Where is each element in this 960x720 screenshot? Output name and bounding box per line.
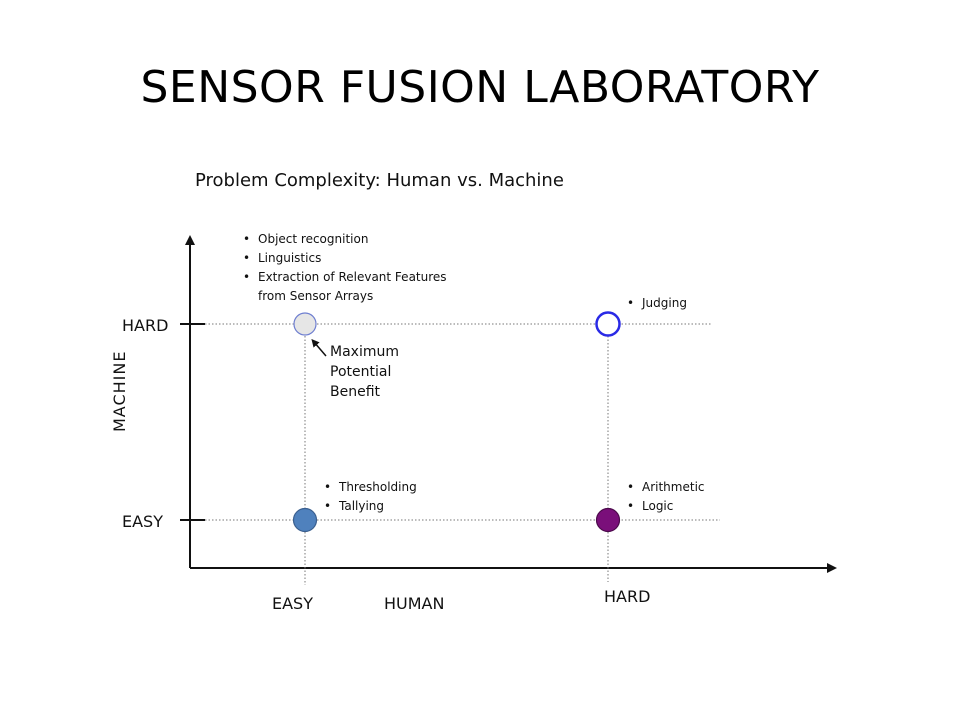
bullet-continuation: from Sensor Arrays [258,289,374,303]
annotation-line: Potential [330,364,392,380]
bullets-machine-easy-human-hard: Thresholding Arithmetic Logic [627,478,705,516]
bullet-item: Extraction of Relevant Features [243,268,447,287]
x-label-easy: EASY [272,594,313,613]
circle-machine-easy-human-easy [292,507,318,533]
circle-machine-hard-human-easy [293,312,317,336]
bullet-item: Arithmetic [627,478,705,497]
bullet-item: Linguistics [243,249,447,268]
circle-machine-easy-human-hard [595,507,621,533]
bullet-item: Thresholding [324,478,417,497]
max-benefit-annotation: Maximum Potential Benefit [330,342,399,402]
bullets-machine-hard-human-hard: Judging [627,294,687,313]
bullets-machine-hard-human-easy: Object recognition Linguistics Extractio… [243,230,447,306]
x-axis-title: HUMAN [384,594,445,613]
diagram-subtitle: Problem Complexity: Human vs. Machine [195,170,564,191]
bullet-item: Tallying [324,497,417,516]
annotation-line: Benefit [330,384,381,400]
bullet-item: Logic [627,497,705,516]
max-benefit-arrow [311,338,327,357]
y-axis-title: MACHINE [110,350,129,432]
annotation-line: Maximum [330,344,399,360]
y-label-easy: EASY [122,512,163,531]
bullet-item: Object recognition [243,230,447,249]
bullets-machine-easy-human-easy: Thresholding Tallying [324,478,417,516]
bullet-item: Judging [627,294,687,313]
y-label-hard: HARD [122,316,169,335]
x-label-hard: HARD [604,587,651,606]
page-title: SENSOR FUSION LABORATORY [140,62,820,113]
circle-machine-hard-human-hard [595,311,621,337]
